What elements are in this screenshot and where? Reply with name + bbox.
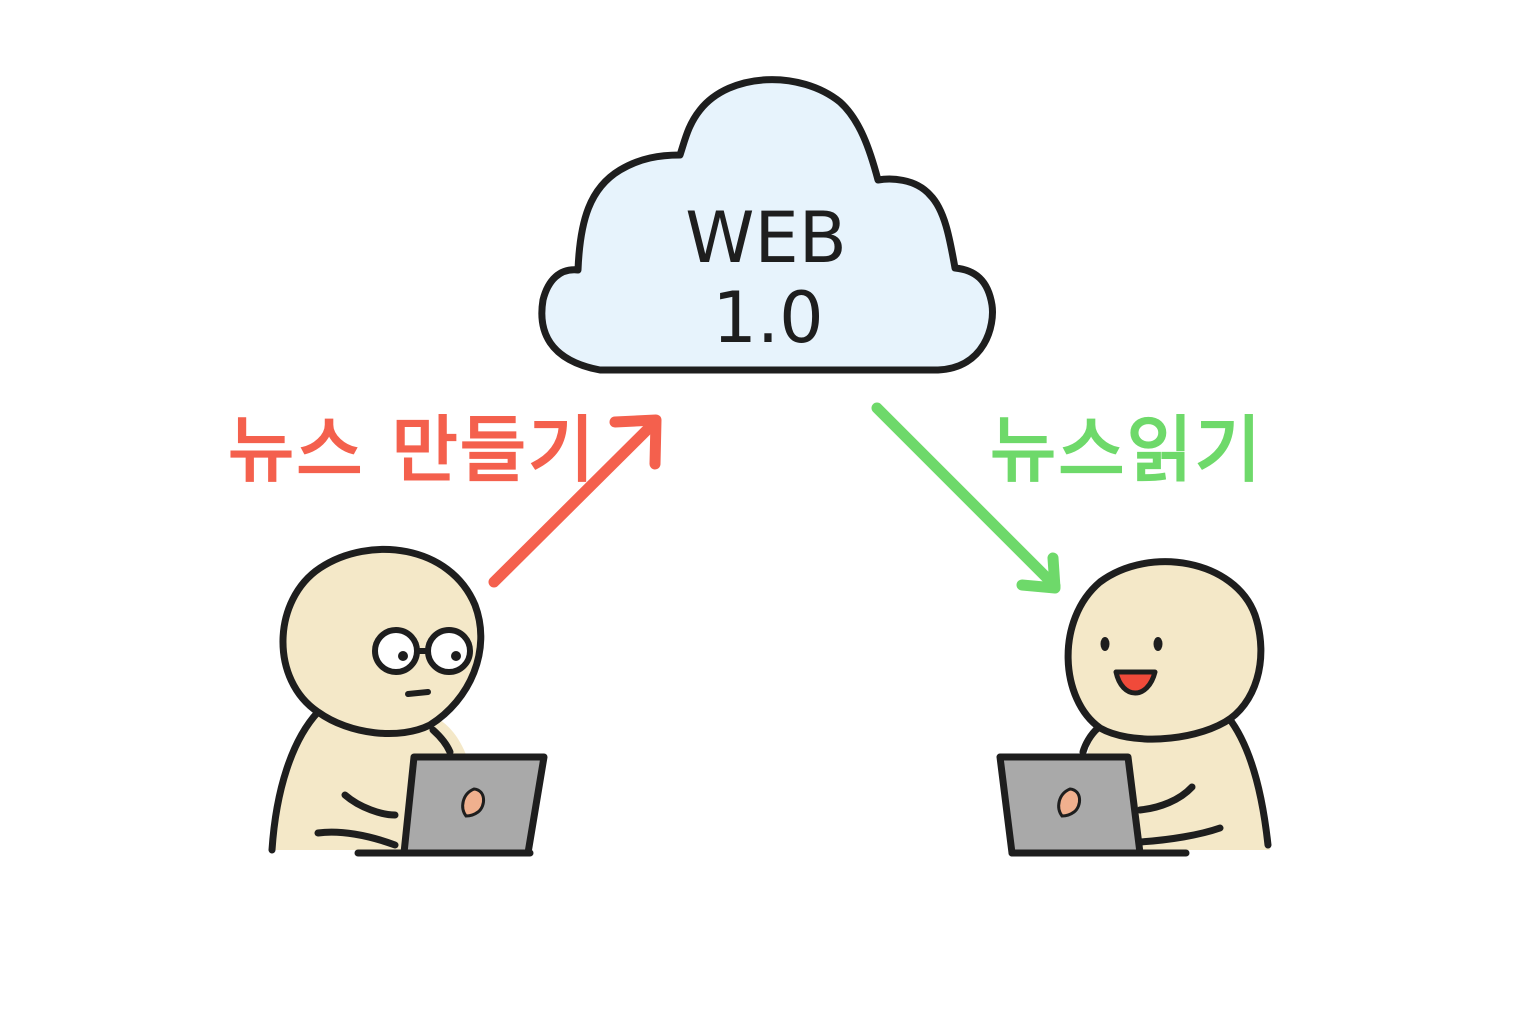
reader-eye-left xyxy=(1101,637,1110,651)
make-news-label: 뉴스 만들기 xyxy=(228,414,596,486)
news-maker-character xyxy=(272,549,544,853)
maker-mouth xyxy=(408,692,428,694)
read-news-label: 뉴스읽기 xyxy=(990,414,1263,486)
cloud-version: 1.0 xyxy=(712,277,823,359)
reader-head xyxy=(1068,562,1261,739)
web-cloud: WEB 1.0 xyxy=(542,80,993,370)
news-reader-character xyxy=(1000,562,1270,853)
cloud-title: WEB xyxy=(685,197,846,279)
reader-eye-right xyxy=(1154,637,1163,651)
